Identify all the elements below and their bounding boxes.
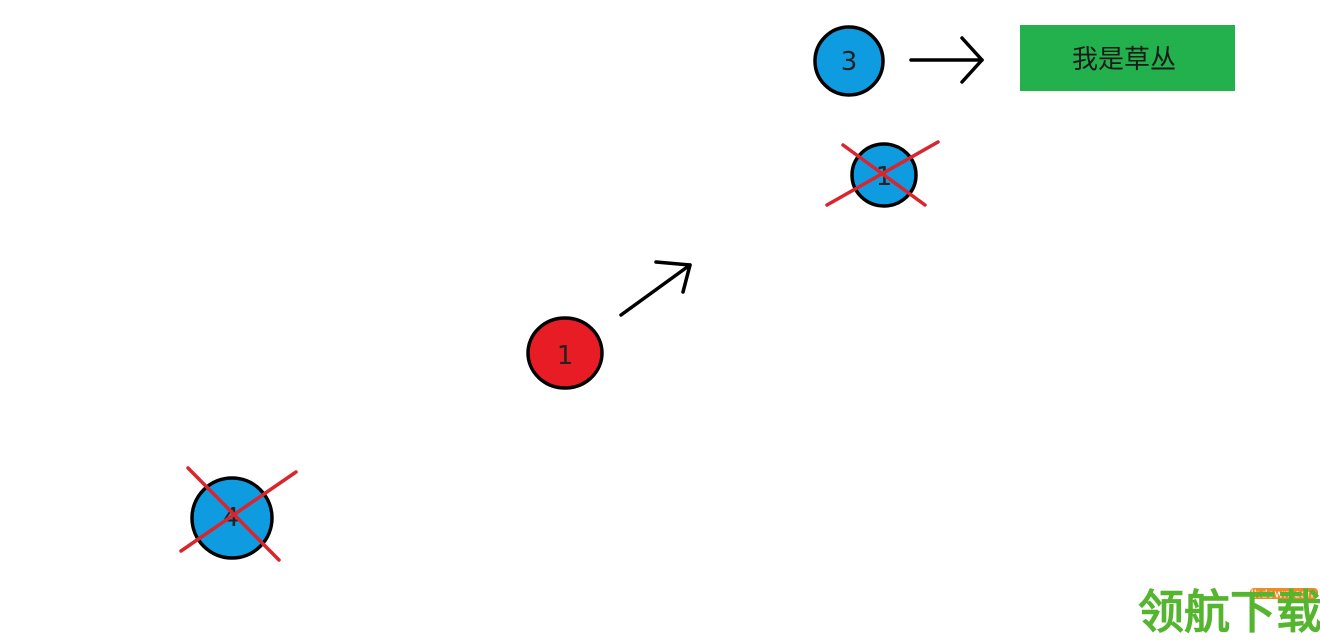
watermark-url-badge (1250, 588, 1318, 599)
watermark-logo-text: 领航下载 (1138, 585, 1320, 639)
arrow-diagonal (619, 260, 692, 317)
cross-mark (179, 466, 298, 562)
unit-4: 4 (179, 466, 298, 562)
bush: 我是草丛 (1020, 25, 1235, 91)
unit-3: 3 (813, 25, 885, 97)
unit-1-red-circle (526, 316, 604, 390)
watermark: lhdown.com 领航下载 (1138, 585, 1320, 639)
arrow-right (909, 36, 984, 84)
cross-mark (825, 140, 940, 207)
unit-3-label: 3 (841, 47, 858, 77)
bush-rect (1020, 25, 1235, 91)
unit-1-red-label: 1 (557, 341, 574, 371)
watermark-url: lhdown.com (1251, 588, 1318, 601)
bush-label: 我是草丛 (1072, 45, 1176, 75)
unit-1-top: 1 (825, 140, 940, 208)
unit-1-red: 1 (526, 316, 604, 390)
unit-3-circle (813, 25, 885, 97)
